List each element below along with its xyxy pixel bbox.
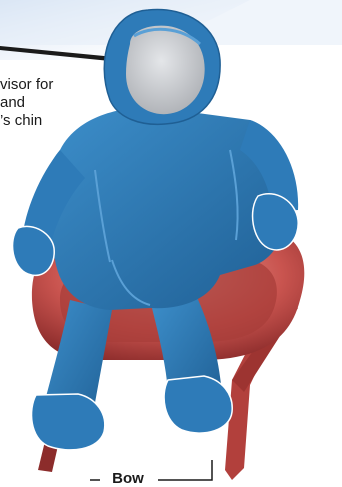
bow-label: Bow [98, 470, 158, 487]
